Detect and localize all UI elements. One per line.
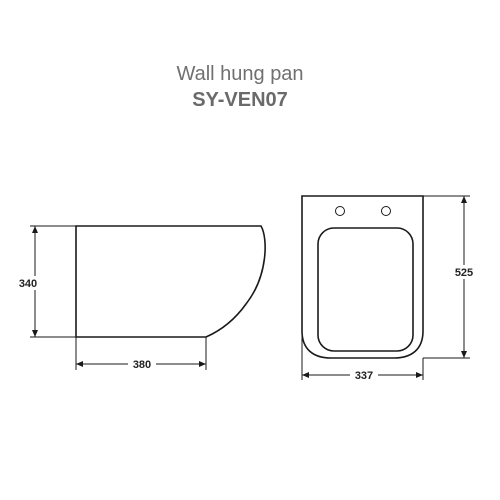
fixing-hole-right [381,206,391,216]
seat-opening [317,227,414,352]
top-view: 337 525 [301,195,478,382]
side-length-label: 380 [133,359,151,371]
side-view-outline [75,225,266,338]
top-width-label: 337 [355,370,373,382]
top-length-label: 525 [455,267,473,279]
top-width-dimension: 337 [301,331,424,382]
model-code: SY-VEN07 [192,89,288,111]
side-height-label: 340 [19,278,37,290]
product-title: Wall hung pan [176,63,304,85]
top-view-outline [301,195,424,359]
side-view: 340 380 [16,225,266,371]
top-length-dimension: 525 [423,195,478,359]
side-height-dimension: 340 [16,225,76,338]
side-length-dimension: 380 [75,337,207,371]
fixing-hole-left [335,206,345,216]
